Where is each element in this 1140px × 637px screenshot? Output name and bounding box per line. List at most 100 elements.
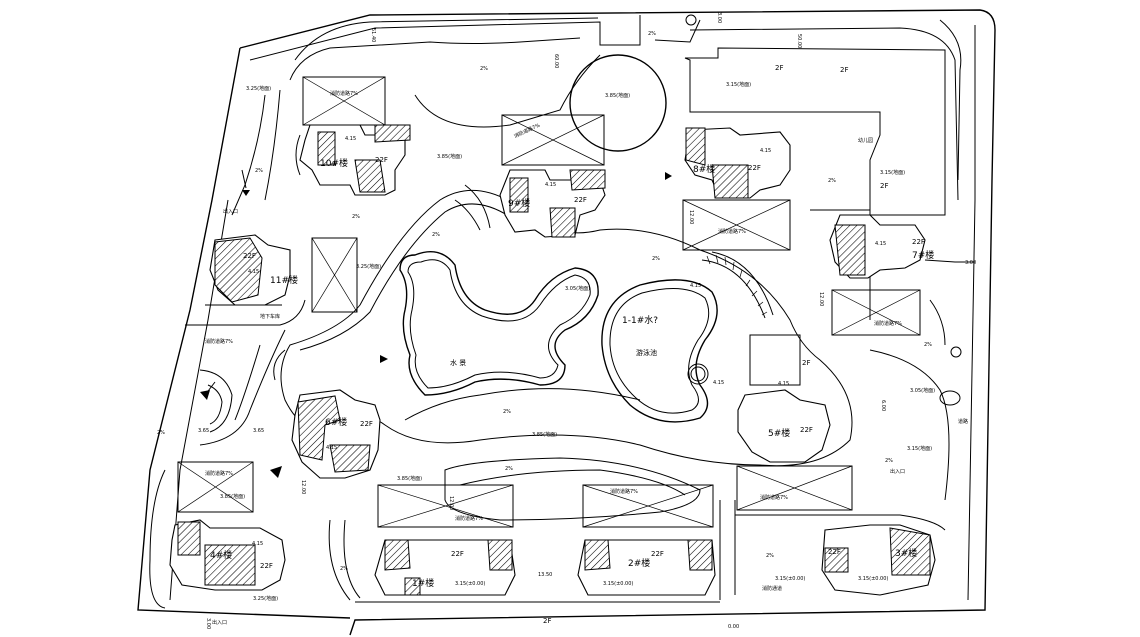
ffl-0: 4.15 xyxy=(345,136,356,142)
elev-7: 3.65 xyxy=(198,428,209,434)
elev-6: 3.85(地面) xyxy=(532,431,557,438)
floors-b5: 22F xyxy=(800,426,813,434)
dim-2: 60.00 xyxy=(553,54,559,68)
floors-b7: 22F xyxy=(912,238,925,246)
clubhouse-2f-b: 2F xyxy=(802,359,810,367)
ffl-3: 4.15 xyxy=(875,241,886,247)
ffl-8: 4.15 xyxy=(690,283,701,289)
slope-8: 2% xyxy=(157,430,165,436)
road-0: 道路 xyxy=(958,418,968,425)
elev-18: 3.05(地面) xyxy=(910,387,935,394)
ffl-6: 4.15 xyxy=(252,541,263,547)
ffl-7: 4.15 xyxy=(326,445,337,451)
dim-8: 12.00 xyxy=(818,292,824,306)
ffl-1: 4.15 xyxy=(545,182,556,188)
label-b1: 1#楼 xyxy=(412,577,434,589)
fire-3: 消防道路7% xyxy=(205,470,233,477)
ffl-2: 4.15 xyxy=(760,148,771,154)
fire-5: 消防道路7% xyxy=(610,488,638,495)
elev-3: 3.85(地面) xyxy=(605,92,630,99)
elev-17: 3.25(地面) xyxy=(253,595,278,602)
dim-1: 50.00 xyxy=(796,34,802,48)
fire-0: 消防道路7% xyxy=(513,122,541,140)
floors-b1: 22F xyxy=(451,550,464,558)
clubhouse-2f: 2F xyxy=(880,182,888,190)
fire-6: 消防道路7% xyxy=(760,494,788,501)
floors-b9: 22F xyxy=(574,196,587,204)
slope-10: 2% xyxy=(340,566,348,572)
lake-label: 水 景 xyxy=(450,358,466,367)
elev-1: 3.85(地面) xyxy=(437,153,462,160)
dim-0: 51.40 xyxy=(370,28,376,42)
elev-9: 3.15(±0.00) xyxy=(455,581,485,587)
roads xyxy=(149,17,975,609)
entrance-0: 出入口 xyxy=(212,619,227,626)
label-b6: 6#楼 xyxy=(325,416,347,428)
entrance-2: 出入口 xyxy=(223,208,238,215)
pool-label: 1-1#水? xyxy=(622,314,658,326)
ffl-4: 4.15 xyxy=(248,269,259,275)
pergola-arc xyxy=(701,251,774,319)
misc-circles xyxy=(199,134,962,433)
building-2 xyxy=(577,539,716,596)
dim-7: 6.00 xyxy=(880,400,886,411)
round-plaza xyxy=(569,14,697,152)
label-b9: 9#楼 xyxy=(508,197,530,209)
building-5 xyxy=(737,389,831,463)
dim-10: 12.00 xyxy=(448,496,454,510)
elev-11: 3.15(±0.00) xyxy=(775,576,805,582)
elev-0: 3.25(地面) xyxy=(246,85,271,92)
building-10 xyxy=(299,124,411,196)
road-1: 消防通道 xyxy=(762,585,782,592)
elev-5: 3.05(地面) xyxy=(565,285,590,292)
building-4 xyxy=(169,519,286,591)
fire-8: 消防道路7% xyxy=(205,338,233,345)
slope-1: 2% xyxy=(648,31,656,37)
slope-12: 2% xyxy=(885,458,893,464)
label-b4: 4#楼 xyxy=(210,549,232,561)
slope-6: 2% xyxy=(828,178,836,184)
building-6 xyxy=(291,389,381,479)
dim-12: 12.00 xyxy=(688,210,694,224)
elev-12: 3.15(±0.00) xyxy=(858,576,888,582)
elev-15: 3.15(地面) xyxy=(907,445,932,452)
ffl-9: 4.15 xyxy=(713,380,724,386)
slope-9: 2% xyxy=(505,466,513,472)
building-1 xyxy=(374,539,516,596)
label-b5: 5#楼 xyxy=(768,427,790,439)
ffl-5: 4.15 xyxy=(778,381,789,387)
road-2: 地下车库 xyxy=(260,313,280,320)
kindergarten-note: 幼儿园 xyxy=(858,137,873,144)
floors-b3: 22F xyxy=(828,548,841,556)
dim-11: 3.00 xyxy=(205,618,211,629)
elev-2: 3.15(地面) xyxy=(726,81,751,88)
fire-4: 消防道路7% xyxy=(455,515,483,522)
elev-14: 3.85(地面) xyxy=(397,475,422,482)
elev-4: 3.25(地面) xyxy=(356,263,381,270)
elev-8: 3.65 xyxy=(253,428,264,434)
slope-13: 2% xyxy=(924,342,932,348)
dim-9: 12.00 xyxy=(300,480,306,494)
podium-2f-b: 2F xyxy=(840,66,848,74)
clubhouse-east xyxy=(749,334,801,386)
label-b7: 7#楼 xyxy=(912,249,934,261)
floors-b4: 22F xyxy=(260,562,273,570)
slope-7: 2% xyxy=(503,409,511,415)
floors-b2: 22F xyxy=(651,550,664,558)
podium-north-east xyxy=(684,47,946,216)
floors-b8: 22F xyxy=(748,164,761,172)
dim-4: 13.50 xyxy=(538,572,552,578)
swimming-pool xyxy=(601,279,718,423)
label-b11: 11#楼 xyxy=(270,274,298,286)
ramps xyxy=(177,76,921,528)
fire-1: 消防道路7% xyxy=(718,228,746,235)
slope-0: 2% xyxy=(480,66,488,72)
slope-5: 2% xyxy=(652,256,660,262)
building-9 xyxy=(499,169,606,238)
floors-b11: 22F xyxy=(243,252,256,260)
water-feature xyxy=(399,251,599,396)
label-b10: 10#楼 xyxy=(320,157,348,169)
floors-b6: 22F xyxy=(360,420,373,428)
floors-b10: 22F xyxy=(375,156,388,164)
